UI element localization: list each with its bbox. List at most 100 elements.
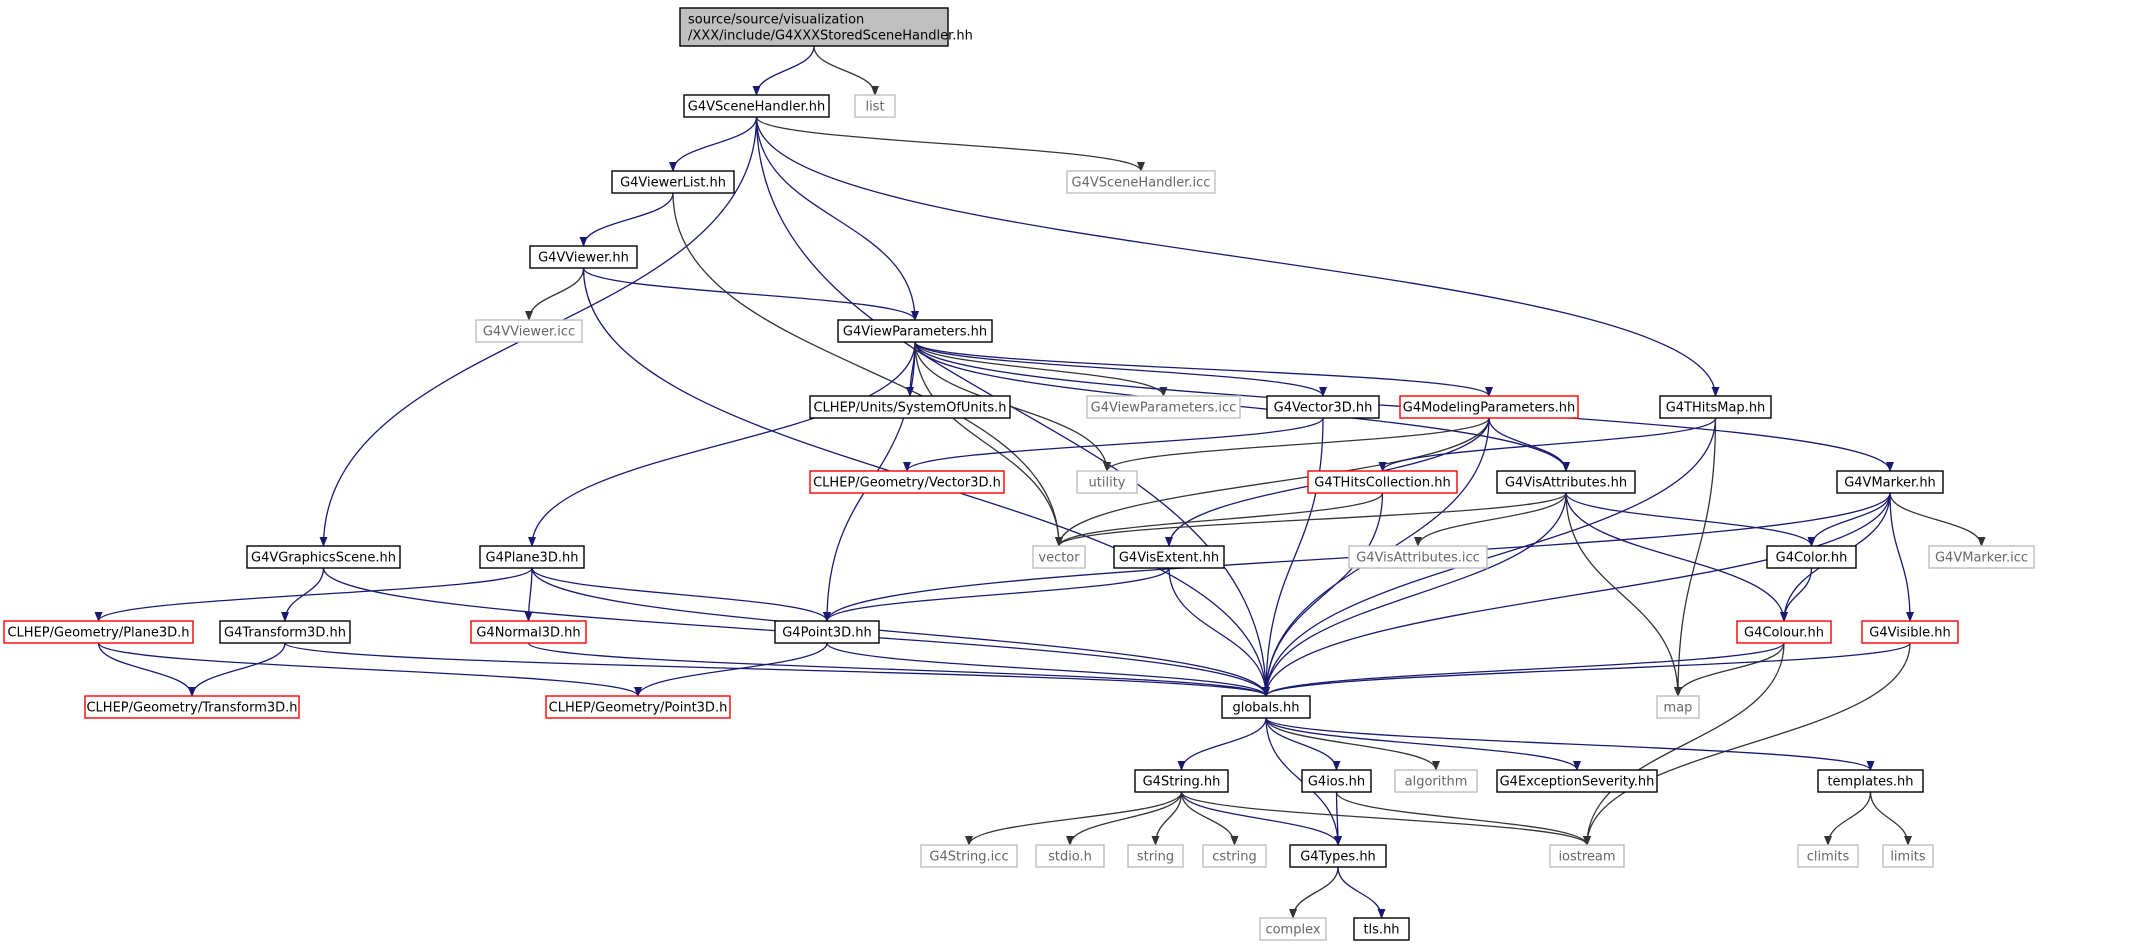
node-label: G4VSceneHandler.hh (688, 100, 825, 115)
node-label: G4VisAttributes.icc (1356, 551, 1480, 566)
node-g4point3d[interactable]: G4Point3D.hh (774, 620, 880, 644)
node-box (1348, 545, 1488, 569)
node-g4viewerlist[interactable]: G4ViewerList.hh (611, 170, 735, 194)
node-label: G4String.icc (929, 850, 1008, 865)
node-box (920, 844, 1018, 868)
node-clhep_vector3d[interactable]: CLHEP/Geometry/Vector3D.h (809, 470, 1005, 494)
node-box (1301, 769, 1372, 793)
edge-g4viewparameters-to-g4plane3d (528, 341, 916, 547)
node-globals[interactable]: globals.hh (1221, 695, 1311, 719)
edge-g4vmarker-to-g4color (1807, 492, 1891, 547)
edge-line (527, 642, 1270, 697)
edge-line (1180, 791, 1591, 846)
node-label: G4VisAttributes.hh (1505, 476, 1627, 491)
node-vector: vector (1032, 545, 1086, 569)
node-g4string[interactable]: G4String.hh (1134, 769, 1229, 793)
edge-line (1780, 567, 1813, 622)
node-box (1882, 844, 1934, 868)
node-clhep_units[interactable]: CLHEP/Units/SystemOfUnits.h (809, 395, 1011, 419)
edge-g4viewparameters-to-g4modelingparameters (914, 341, 1493, 397)
edge-line (1265, 717, 1581, 771)
node-g4vgraphicsscene[interactable]: G4VGraphicsScene.hh (246, 545, 401, 569)
edge-g4visattributes-to-g4visattributes_icc (1414, 492, 1567, 547)
node-label: G4VViewer.hh (538, 251, 629, 266)
node-algorithm: algorithm (1394, 769, 1478, 793)
edge-globals-to-templates (1265, 717, 1875, 771)
node-clhep_transform3d[interactable]: CLHEP/Geometry/Transform3D.h (84, 695, 300, 719)
node-label: G4THitsCollection.hh (1314, 476, 1450, 491)
edge-g4modelingparameters-to-g4visattributes (1488, 417, 1570, 472)
edge-line (1265, 717, 1341, 771)
node-g4color[interactable]: G4Color.hh (1766, 545, 1857, 569)
edge-line (752, 45, 815, 96)
node-g4ios[interactable]: G4ios.hh (1301, 769, 1372, 793)
edge-g4viewparameters-to-vector (914, 341, 1063, 547)
node-box (1766, 545, 1857, 569)
node-g4thitsmap[interactable]: G4THitsMap.hh (1659, 395, 1772, 419)
node-label: limits (1890, 850, 1926, 865)
node-g4viewparameters_icc: G4ViewParameters.icc (1086, 395, 1241, 419)
edge-g4vector3d-to-clhep_vector3d (903, 417, 1324, 472)
node-label: globals.hh (1232, 701, 1299, 716)
node-label: G4Point3D.hh (782, 626, 872, 641)
edge-line (1889, 492, 1914, 622)
node-label: utility (1089, 476, 1126, 491)
node-g4modelingparameters[interactable]: G4ModelingParameters.hh (1399, 395, 1579, 419)
node-g4viewparameters[interactable]: G4ViewParameters.hh (837, 319, 993, 343)
node-g4visattributes[interactable]: G4VisAttributes.hh (1496, 470, 1636, 494)
edge-globals-to-g4string (1177, 717, 1267, 771)
node-g4vviewer_icc: G4VViewer.icc (475, 319, 583, 343)
node-box (809, 470, 1005, 494)
node-g4vscenehandler[interactable]: G4VSceneHandler.hh (683, 94, 830, 118)
node-box (1736, 620, 1832, 644)
edge-g4plane3d-to-g4point3d (531, 567, 831, 622)
edge-line (1262, 492, 1567, 697)
node-g4normal3d[interactable]: G4Normal3D.hh (470, 620, 587, 644)
edge-line (524, 567, 533, 622)
edge-line (1265, 717, 1875, 771)
node-g4thitscollection[interactable]: G4THitsCollection.hh (1307, 470, 1458, 494)
edge-g4colour-to-map (1674, 642, 1785, 697)
edge-g4vviewer-to-g4viewparameters (582, 267, 919, 321)
edge-line (755, 116, 919, 321)
node-g4vmarker[interactable]: G4VMarker.hh (1836, 470, 1944, 494)
node-g4visextent[interactable]: G4VisExtent.hh (1113, 545, 1225, 569)
node-g4vviewer[interactable]: G4VViewer.hh (529, 245, 638, 269)
edge-line (1889, 492, 1986, 547)
node-clhep_plane3d[interactable]: CLHEP/Geometry/Plane3D.h (3, 620, 194, 644)
node-box (1134, 769, 1229, 793)
edge-line (1262, 492, 1891, 697)
edge-line (1180, 791, 1239, 846)
node-box (219, 620, 351, 644)
node-label: G4String.hh (1143, 775, 1221, 790)
node-label: G4Colour.hh (1744, 626, 1824, 641)
edge-line (1337, 866, 1386, 919)
node-label: G4ViewParameters.hh (843, 325, 987, 340)
edge-g4modelingparameters-to-utility (1103, 417, 1490, 472)
node-g4types[interactable]: G4Types.hh (1289, 844, 1387, 868)
edge-line (826, 642, 1270, 697)
edge-line (1488, 417, 1570, 472)
node-g4visible[interactable]: G4Visible.hh (1861, 620, 1959, 644)
node-clhep_point3d[interactable]: CLHEP/Geometry/Point3D.h (545, 695, 731, 719)
edge-line (813, 45, 879, 96)
node-g4plane3d[interactable]: G4Plane3D.hh (479, 545, 585, 569)
node-templates[interactable]: templates.hh (1817, 769, 1924, 793)
node-tls[interactable]: tls.hh (1353, 917, 1410, 941)
edge-g4vscenehandler-to-g4vscenehandler_icc (755, 116, 1145, 172)
node-g4transform3d[interactable]: G4Transform3D.hh (219, 620, 351, 644)
edge-clhep_plane3d-to-clhep_point3d (97, 642, 642, 697)
edge-line (1066, 791, 1183, 846)
edge-g4vmarker-to-globals (1262, 492, 1891, 697)
edge-line (1414, 492, 1567, 547)
node-box (1127, 844, 1184, 868)
node-root[interactable]: source/source/visualization/XXX/include/… (679, 7, 973, 47)
node-g4exceptionseverity[interactable]: G4ExceptionSeverity.hh (1496, 769, 1658, 793)
node-climits: climits (1797, 844, 1859, 868)
edge-line (1824, 791, 1872, 846)
node-g4colour[interactable]: G4Colour.hh (1736, 620, 1832, 644)
node-g4vector3d[interactable]: G4Vector3D.hh (1266, 395, 1380, 419)
node-label: climits (1807, 850, 1850, 865)
node-box (854, 94, 896, 118)
